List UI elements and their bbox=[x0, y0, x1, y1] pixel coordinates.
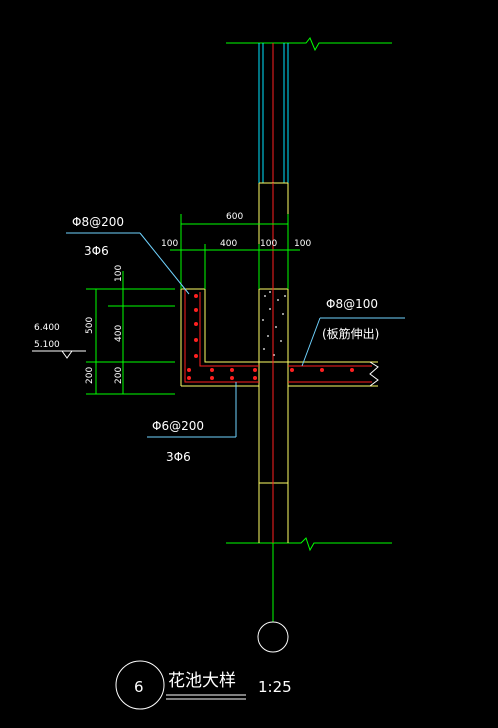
rebar-label-top-left-main: 3Φ6 bbox=[84, 244, 109, 258]
concrete-hatch bbox=[262, 291, 286, 356]
dim-600: 600 bbox=[226, 212, 243, 222]
rebar-label-top-left-spacing: Φ8@200 bbox=[72, 215, 124, 229]
rebar bbox=[184, 183, 372, 600]
elevation-lower: 5.100 bbox=[34, 340, 60, 350]
elevation-symbol bbox=[32, 350, 86, 359]
bottom-break-line bbox=[226, 537, 392, 552]
axis-bubble bbox=[257, 621, 289, 653]
dim-400-top: 400 bbox=[220, 239, 237, 249]
dim-100-vertical: 100 bbox=[114, 265, 124, 282]
dim-100-right: 100 bbox=[294, 239, 311, 249]
slab-break bbox=[369, 361, 379, 387]
drawing-title: 花池大样 bbox=[168, 671, 236, 691]
rebar-label-bottom-spacing: Φ6@200 bbox=[152, 419, 204, 433]
drawing-scale: 1:25 bbox=[258, 678, 292, 696]
top-break-line bbox=[226, 37, 392, 52]
top-dimension-lines bbox=[170, 214, 300, 289]
rebar-label-right-spacing: Φ8@100 bbox=[326, 297, 378, 311]
rebar-label-right-note: (板筋伸出) bbox=[322, 326, 379, 341]
leader-lines bbox=[66, 232, 405, 438]
upper-wall bbox=[258, 43, 289, 183]
elevation-upper: 6.400 bbox=[34, 323, 60, 333]
dim-400-vertical: 400 bbox=[114, 325, 124, 342]
rebar-label-bottom-main: 3Φ6 bbox=[166, 450, 191, 464]
dim-100-mid: 100 bbox=[260, 239, 277, 249]
dim-100-left-outer: 100 bbox=[161, 239, 178, 249]
detail-number: 6 bbox=[134, 678, 144, 696]
left-dimension-lines bbox=[86, 271, 175, 395]
dim-200-inner: 200 bbox=[114, 367, 124, 384]
rebar-dots bbox=[187, 294, 354, 380]
dim-500: 500 bbox=[85, 317, 95, 334]
detail-number-circle bbox=[115, 660, 165, 710]
dim-200-outer: 200 bbox=[85, 367, 95, 384]
